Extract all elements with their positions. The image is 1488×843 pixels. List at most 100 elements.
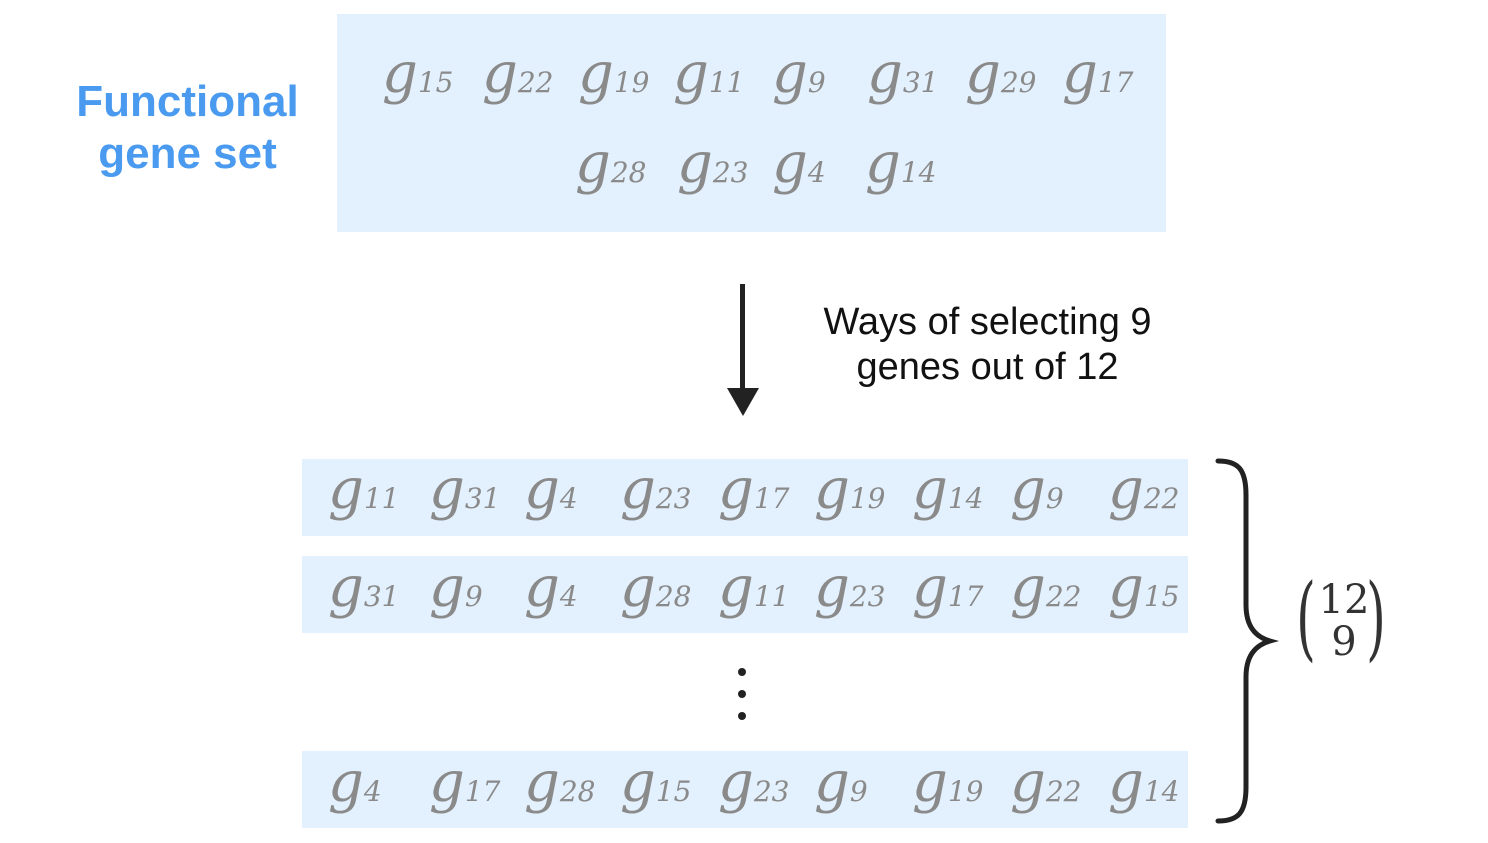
gene-label: g22 [482, 46, 554, 102]
down-arrow-shaft [740, 284, 745, 394]
gene-symbol: g [328, 555, 364, 620]
gene-symbol: g [1108, 457, 1144, 522]
gene-index: 23 [712, 156, 749, 189]
gene-symbol: g [578, 41, 614, 106]
gene-symbol: g [772, 41, 808, 106]
gene-label: g19 [814, 462, 886, 518]
gene-symbol: g [482, 41, 518, 106]
gene-label: g28 [620, 560, 692, 616]
gene-label: g17 [912, 560, 984, 616]
gene-index: 29 [1000, 66, 1037, 99]
gene-index: 31 [363, 580, 400, 613]
gene-label: g9 [429, 560, 483, 616]
gene-index: 4 [559, 580, 578, 613]
gene-symbol: g [1062, 41, 1098, 106]
gene-index: 28 [655, 580, 692, 613]
gene-index: 17 [1097, 66, 1134, 99]
title-line-2: gene set [98, 129, 277, 178]
gene-symbol: g [524, 555, 560, 620]
gene-label: g19 [578, 46, 650, 102]
gene-index: 9 [1045, 482, 1064, 515]
gene-label: g14 [1108, 755, 1180, 811]
selection-row-3 [302, 751, 1188, 828]
gene-label: g23 [718, 755, 790, 811]
selection-row-1 [302, 459, 1188, 536]
gene-symbol: g [429, 555, 465, 620]
gene-symbol: g [718, 750, 754, 815]
gene-symbol: g [965, 41, 1001, 106]
gene-symbol: g [575, 131, 611, 196]
gene-label: g31 [429, 462, 501, 518]
gene-label: g15 [1108, 560, 1180, 616]
gene-index: 31 [464, 482, 501, 515]
gene-label: g31 [328, 560, 400, 616]
gene-index: 11 [708, 66, 745, 99]
binomial-n: 12 [1318, 577, 1370, 623]
gene-label: g22 [1108, 462, 1180, 518]
gene-symbol: g [718, 555, 754, 620]
gene-index: 14 [947, 482, 984, 515]
gene-index: 11 [363, 482, 400, 515]
gene-symbol: g [429, 750, 465, 815]
gene-label: g22 [1010, 755, 1082, 811]
gene-symbol: g [1108, 555, 1144, 620]
gene-label: g4 [524, 560, 578, 616]
gene-label: g29 [965, 46, 1037, 102]
gene-label: g15 [382, 46, 454, 102]
gene-index: 15 [1143, 580, 1180, 613]
gene-label: g11 [328, 462, 400, 518]
functional-gene-set-title: Functional gene set [60, 76, 315, 180]
gene-index: 11 [753, 580, 790, 613]
brace-path [1215, 458, 1280, 824]
left-paren: ( [1296, 564, 1316, 671]
gene-symbol: g [524, 457, 560, 522]
gene-label: g23 [620, 462, 692, 518]
gene-label: g17 [429, 755, 501, 811]
gene-label: g4 [524, 462, 578, 518]
gene-symbol: g [1010, 750, 1046, 815]
gene-index: 22 [1045, 775, 1082, 808]
caption-line-1: Ways of selecting 9 [823, 301, 1152, 343]
gene-index: 17 [753, 482, 790, 515]
gene-symbol: g [620, 457, 656, 522]
gene-symbol: g [814, 457, 850, 522]
gene-index: 14 [900, 156, 937, 189]
gene-symbol: g [865, 131, 901, 196]
selection-row-2 [302, 556, 1188, 633]
gene-index: 15 [655, 775, 692, 808]
gene-symbol: g [912, 457, 948, 522]
gene-symbol: g [718, 457, 754, 522]
gene-label: g9 [772, 46, 826, 102]
gene-label: g14 [912, 462, 984, 518]
gene-index: 14 [1143, 775, 1180, 808]
gene-index: 28 [610, 156, 647, 189]
gene-label: g9 [1010, 462, 1064, 518]
gene-label: g11 [673, 46, 745, 102]
gene-index: 4 [559, 482, 578, 515]
gene-set-box [337, 14, 1166, 232]
gene-label: g17 [718, 462, 790, 518]
gene-symbol: g [772, 131, 808, 196]
gene-label: g14 [865, 136, 937, 192]
binomial-coefficient: ( 12 9 ) [1296, 572, 1396, 680]
gene-label: g23 [814, 560, 886, 616]
gene-label: g23 [677, 136, 749, 192]
caption-line-2: genes out of 12 [856, 346, 1119, 388]
gene-label: g31 [867, 46, 939, 102]
gene-symbol: g [814, 750, 850, 815]
gene-symbol: g [1108, 750, 1144, 815]
gene-index: 22 [517, 66, 554, 99]
gene-index: 9 [807, 66, 826, 99]
gene-symbol: g [620, 555, 656, 620]
gene-index: 22 [1045, 580, 1082, 613]
gene-symbol: g [814, 555, 850, 620]
gene-label: g28 [524, 755, 596, 811]
gene-index: 17 [464, 775, 501, 808]
gene-index: 19 [613, 66, 650, 99]
binomial-k: 9 [1331, 619, 1357, 665]
gene-label: g19 [912, 755, 984, 811]
gene-symbol: g [328, 750, 364, 815]
gene-symbol: g [1010, 457, 1046, 522]
gene-symbol: g [620, 750, 656, 815]
gene-index: 31 [902, 66, 939, 99]
